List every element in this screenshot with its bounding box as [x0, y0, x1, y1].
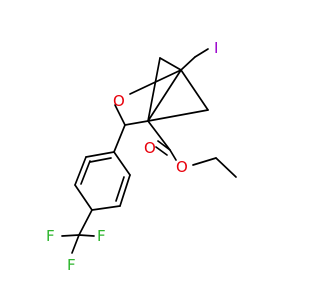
- atom-fluorine-2: F: [97, 227, 106, 245]
- bond-carbonyl-o-double-a: [157, 140, 171, 151]
- bond-o1-c3: [114, 104, 126, 126]
- bond-ar-inner-2: [80, 160, 91, 185]
- bond-c-f1: [61, 234, 80, 237]
- bond-c1-c4: [147, 69, 182, 122]
- bond-c1-c6: [180, 69, 209, 111]
- bond-c1-ch2: [180, 56, 196, 71]
- bond-ar5-ar6: [74, 156, 87, 186]
- atom-fluorine-1: F: [46, 227, 55, 245]
- bond-c1-c5: [159, 57, 182, 71]
- molecule-diagram: I O O O F F F: [46, 39, 237, 274]
- atom-oxygen-ester: O: [176, 158, 188, 176]
- bond-carbonyl-o-ester: [169, 149, 177, 161]
- bond-ar2-ar3: [119, 174, 131, 207]
- atom-oxygen-ring: O: [113, 92, 125, 110]
- bond-c-f3: [71, 234, 80, 254]
- bond-ar-inner-1: [115, 176, 125, 202]
- atom-iodine: I: [214, 39, 218, 57]
- bond-c4-carbonyl: [147, 120, 171, 151]
- bond-c-f2: [78, 234, 95, 237]
- bond-o-ethyl: [192, 157, 217, 166]
- bond-c6-c4: [147, 109, 209, 122]
- bond-ch2-i: [194, 48, 209, 58]
- bond-ar4-cf3: [78, 209, 93, 236]
- bond-ar4-ar5: [74, 184, 93, 211]
- bond-c5-c4: [147, 57, 161, 122]
- bond-c3-c4: [124, 120, 149, 126]
- bond-ar3-ar4: [91, 205, 121, 211]
- bond-ethyl: [215, 157, 237, 178]
- bond-c3-aryl: [113, 124, 126, 153]
- bond-ar1-ar2: [113, 151, 131, 176]
- bond-carbonyl-o-double-b: [155, 146, 168, 156]
- bond-ar-inner-3: [89, 157, 112, 163]
- bond-c1-o1: [129, 69, 182, 95]
- bond-ar6-ar1: [85, 151, 115, 158]
- atom-oxygen-carbonyl: O: [144, 139, 156, 157]
- atom-fluorine-3: F: [67, 256, 76, 274]
